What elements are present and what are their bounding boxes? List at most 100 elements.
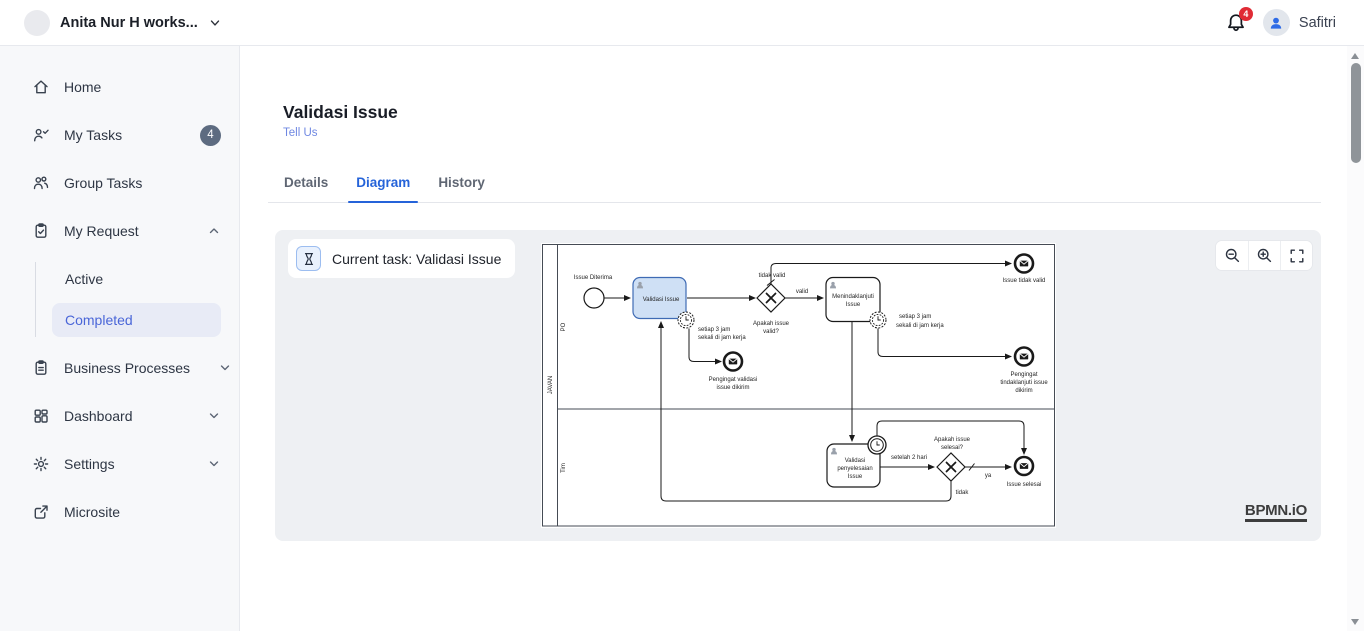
- bpmn-io-logo[interactable]: BPMN.iO: [1244, 502, 1307, 522]
- task-label-line3: Issue: [848, 474, 863, 480]
- zoom-out-button[interactable]: [1216, 241, 1248, 270]
- bpmn-task-validasi-issue[interactable]: Validasi Issue: [632, 276, 687, 320]
- hourglass-icon: [296, 246, 321, 271]
- sidebar-item-my-tasks[interactable]: My Tasks 4: [0, 111, 239, 159]
- gear-icon: [32, 455, 50, 473]
- chevron-down-icon: [218, 361, 232, 375]
- tab-diagram[interactable]: Diagram: [348, 175, 419, 203]
- chevron-down-icon: [207, 457, 221, 471]
- workspace-avatar: [24, 9, 50, 36]
- start-event-label: Issue Diterima: [574, 275, 613, 281]
- timer-label-line1: setiap 3 jam: [698, 327, 730, 333]
- sidebar-item-group-tasks[interactable]: Group Tasks: [0, 159, 239, 207]
- bpmn-task-menindaklanjuti-issue[interactable]: Menindaklanjuti Issue: [825, 276, 881, 323]
- sidebar-subitem-active[interactable]: Active: [52, 262, 221, 296]
- sidebar-item-label: My Tasks: [64, 127, 123, 143]
- subitem-label: Completed: [65, 312, 133, 328]
- sidebar-item-settings[interactable]: Settings: [0, 440, 239, 488]
- bpmn-boundary-timer-validasi[interactable]: setiap 3 jam sekali di jam kerja: [677, 311, 746, 341]
- sidebar-item-dashboard[interactable]: Dashboard: [0, 392, 239, 440]
- grid-icon: [32, 407, 50, 425]
- diagram-card: Current task: Validasi Issue: [275, 230, 1321, 541]
- bpmn-end-event-issue-tidak-valid[interactable]: Issue tidak valid: [1003, 253, 1046, 285]
- person-icon: [1271, 17, 1282, 29]
- bpmn-sequence-flows: [604, 260, 1027, 502]
- timer-label-line2: sekali di jam kerja: [698, 335, 746, 341]
- bpmn-gateway-issue-selesai[interactable]: Apakah issue selesai?: [934, 437, 971, 482]
- gateway-label-line2: valid?: [763, 329, 779, 335]
- task-label-line1: Validasi: [845, 458, 866, 464]
- lane-label-po: PO: [561, 322, 567, 331]
- bpmn-pool: [542, 244, 1055, 527]
- diagram-zoom-controls: [1215, 240, 1313, 271]
- home-icon: [32, 78, 50, 96]
- sidebar: Home My Tasks 4 Group Tasks My Request A…: [0, 46, 240, 631]
- user-menu[interactable]: Safitri: [1262, 9, 1336, 36]
- bpmn-gateway-issue-valid[interactable]: Apakah issue valid?: [753, 283, 790, 335]
- fullscreen-button[interactable]: [1280, 241, 1312, 270]
- sidebar-item-label: My Request: [64, 223, 139, 239]
- clipboard-check-icon: [32, 222, 50, 240]
- workspace-switcher[interactable]: Anita Nur H works...: [0, 9, 222, 36]
- tab-bar: Details Diagram History: [268, 171, 1321, 203]
- gateway-label-line1: Apakah issue: [753, 321, 790, 327]
- current-task-label: Current task: Validasi Issue: [332, 250, 502, 267]
- sidebar-item-business-processes[interactable]: Business Processes: [0, 344, 239, 392]
- scrollbar-thumb[interactable]: [1350, 63, 1361, 163]
- bpmn-boundary-timer-2-hari[interactable]: setelah 2 hari: [867, 435, 927, 461]
- topbar: Anita Nur H works... 4 Safitri: [0, 0, 1364, 46]
- page-title: Validasi Issue: [283, 102, 398, 122]
- sidebar-item-label: Microsite: [64, 504, 121, 520]
- zoom-in-icon: [1257, 248, 1272, 263]
- sidebar-item-label: Business Processes: [64, 360, 191, 376]
- scroll-down-arrow[interactable]: [1351, 619, 1359, 625]
- current-task-pill: Current task: Validasi Issue: [288, 239, 516, 278]
- flow-label-tidak: tidak: [956, 490, 970, 496]
- task-label: Validasi Issue: [643, 297, 680, 303]
- end-event-label-line3: dikirim: [1015, 388, 1032, 394]
- scroll-up-arrow[interactable]: [1351, 53, 1359, 59]
- process-link[interactable]: Tell Us: [283, 127, 318, 139]
- bpmn-canvas[interactable]: JAVAN PO Tim: [541, 243, 1056, 528]
- people-icon: [32, 174, 50, 192]
- bpmn-task-validasi-penyelesaian[interactable]: Validasi penyelesaian Issue: [826, 443, 881, 488]
- flow-label-valid: valid: [796, 289, 808, 295]
- bpmn-end-event-pengingat-validasi[interactable]: Pengingat validasi issue dikirim: [709, 351, 758, 392]
- bpmn-end-event-issue-selesai[interactable]: Issue selesai: [1007, 455, 1042, 488]
- bpmn-boundary-timer-tindaklanjut[interactable]: setiap 3 jam sekali di jam kerja: [869, 311, 944, 329]
- end-event-label-line1: Pengingat validasi: [709, 377, 758, 383]
- chevron-down-icon: [207, 409, 221, 423]
- my-request-submenu: Active Completed: [35, 262, 221, 337]
- vertical-scrollbar[interactable]: [1347, 46, 1364, 631]
- tab-history[interactable]: History: [438, 175, 485, 190]
- tab-details[interactable]: Details: [284, 175, 329, 190]
- workspace-name: Anita Nur H works...: [60, 14, 198, 31]
- gateway-label-line2: selesai?: [941, 445, 964, 451]
- sidebar-item-my-request[interactable]: My Request: [0, 207, 239, 255]
- end-event-label: Issue tidak valid: [1003, 278, 1046, 284]
- pool-label: JAVAN: [548, 376, 554, 394]
- task-label-line1: Menindaklanjuti: [832, 294, 874, 300]
- user-name: Safitri: [1298, 14, 1336, 31]
- task-label-line2: Issue: [846, 302, 861, 308]
- fullscreen-icon: [1290, 249, 1303, 262]
- flow-label-ya: ya: [985, 473, 992, 479]
- subitem-label: Active: [65, 271, 104, 287]
- zoom-in-button[interactable]: [1248, 241, 1280, 270]
- zoom-out-icon: [1225, 248, 1239, 263]
- sidebar-item-label: Dashboard: [64, 408, 133, 424]
- timer-label: setelah 2 hari: [891, 455, 927, 461]
- sidebar-item-microsite[interactable]: Microsite: [0, 488, 239, 536]
- bpmn-end-event-pengingat-tindaklanjuti[interactable]: Pengingat tindaklanjuti issue dikirim: [1000, 346, 1048, 395]
- sidebar-item-label: Group Tasks: [64, 175, 143, 191]
- external-link-icon: [32, 503, 50, 521]
- notifications-button[interactable]: 4: [1225, 6, 1253, 35]
- main-content: Validasi Issue Tell Us Details Diagram H…: [240, 46, 1347, 631]
- clipboard-list-icon: [32, 359, 50, 377]
- bpmn-start-event[interactable]: Issue Diterima: [574, 275, 613, 309]
- chevron-up-icon: [207, 224, 221, 238]
- sidebar-subitem-completed[interactable]: Completed: [52, 303, 221, 337]
- sidebar-item-home[interactable]: Home: [0, 63, 239, 111]
- end-event-label-line1: Pengingat: [1010, 372, 1037, 378]
- notification-badge: 4: [1238, 6, 1253, 21]
